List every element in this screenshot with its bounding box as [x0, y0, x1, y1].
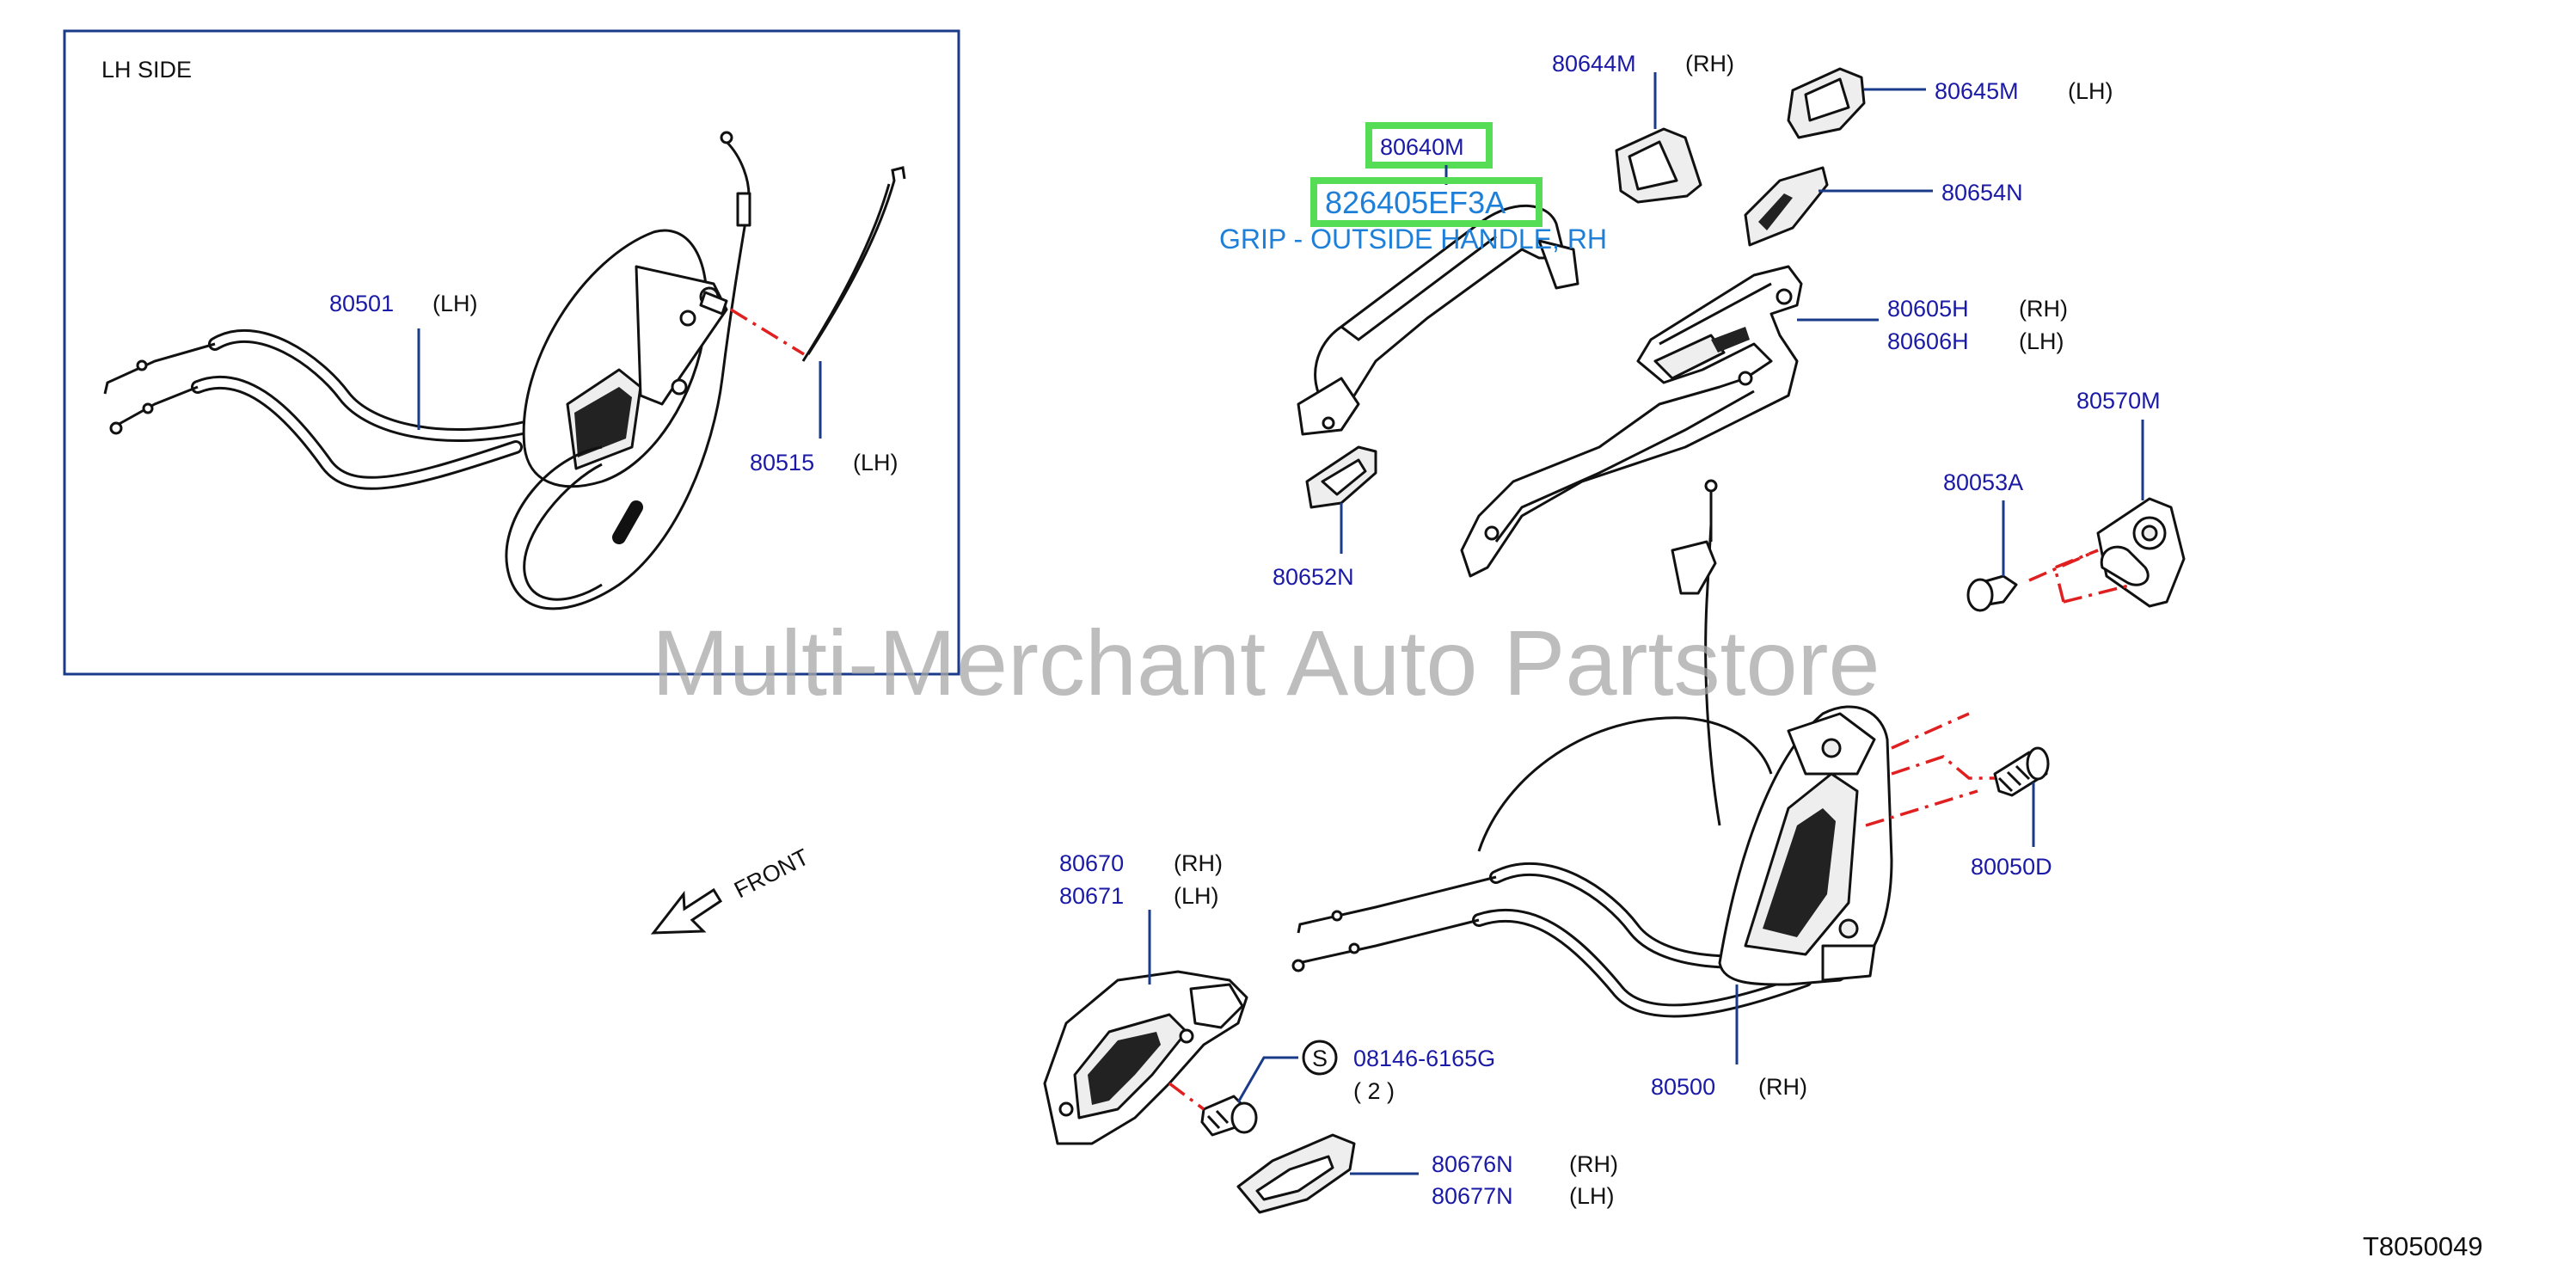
highlight-description: GRIP - OUTSIDE HANDLE, RH [1219, 224, 1607, 255]
label-80050D: 80050D [1971, 854, 2052, 880]
label-80677N: 80677N [1432, 1183, 1513, 1209]
inside-handle-group: 80670 (RH) 80671 (LH) S 08146-6165G ( 2 … [1043, 850, 1618, 1214]
part-80654N-gasket [1744, 166, 1829, 247]
label-80053A: 80053A [1943, 469, 2023, 495]
label-80671: 80671 [1059, 883, 1124, 909]
inset-lh-side: LH SIDE 80501 (LH) 80 [63, 29, 960, 676]
label-80677N-side: (LH) [1569, 1183, 1615, 1209]
watermark: Multi-Merchant Auto Partstore [652, 610, 1880, 715]
label-80515-side: (LH) [853, 450, 899, 475]
outside-handle-caps: 80644M (RH) 80645M (LH) 80654N [1552, 51, 2113, 247]
label-80515: 80515 [750, 450, 814, 475]
diagram-code: T8050049 [2363, 1231, 2483, 1261]
label-80671-side: (LH) [1174, 883, 1219, 909]
front-arrow-icon [650, 887, 723, 935]
inset-header: LH SIDE [101, 57, 192, 83]
label-80676N: 80676N [1432, 1151, 1513, 1177]
label-08146-qty: ( 2 ) [1353, 1078, 1395, 1104]
door-lock-actuator-rh: 80500 (RH) 80050D [1291, 479, 2052, 1100]
inset-frame [63, 29, 960, 676]
label-80605H-side: (RH) [2019, 296, 2068, 322]
label-80606H-side: (LH) [2019, 328, 2064, 354]
highlight-part-ref-box [1365, 122, 1493, 169]
highlight-part-ref: 80640M [1380, 134, 1464, 160]
label-80644M: 80644M [1552, 51, 1636, 77]
label-80654N: 80654N [1941, 180, 2023, 206]
front-direction-indicator: FRONT [650, 844, 813, 935]
label-80501: 80501 [329, 291, 394, 316]
door-striker-group: 80570M 80053A [1943, 388, 2186, 612]
label-80670-side: (RH) [1174, 850, 1223, 876]
highlight-part-number[interactable]: 826405EF3A [1325, 185, 1506, 220]
label-08146-6165G: 08146-6165G [1353, 1046, 1495, 1071]
outside-handle-bracket: 80605H (RH) 80606H (LH) [1460, 265, 2068, 578]
part-80605H-bracket [1460, 265, 1803, 578]
highlight-part-number-box [1310, 177, 1543, 227]
label-80570M: 80570M [2076, 388, 2161, 414]
label-80676N-side: (RH) [1569, 1151, 1618, 1177]
label-80606H: 80606H [1887, 328, 1969, 354]
service-symbol: S [1312, 1046, 1328, 1071]
label-80500-side: (RH) [1758, 1074, 1807, 1100]
front-label: FRONT [730, 844, 813, 903]
label-80605H: 80605H [1887, 296, 1969, 322]
highlight-callout: 80640M 826405EF3A GRIP - OUTSIDE HANDLE,… [1219, 122, 1607, 255]
label-80500: 80500 [1651, 1074, 1715, 1100]
service-symbol-circle [1302, 1040, 1338, 1076]
label-80644M-side: (RH) [1685, 51, 1734, 77]
label-80645M-side: (LH) [2068, 78, 2113, 104]
inset-lock-rod [807, 166, 906, 355]
label-80501-side: (LH) [432, 291, 478, 316]
label-80652N: 80652N [1273, 564, 1354, 590]
cable-end-fitting [1671, 540, 1717, 595]
label-80670: 80670 [1059, 850, 1124, 876]
outside-handle-grip: 80652N [1273, 204, 1579, 590]
label-80645M: 80645M [1935, 78, 2019, 104]
